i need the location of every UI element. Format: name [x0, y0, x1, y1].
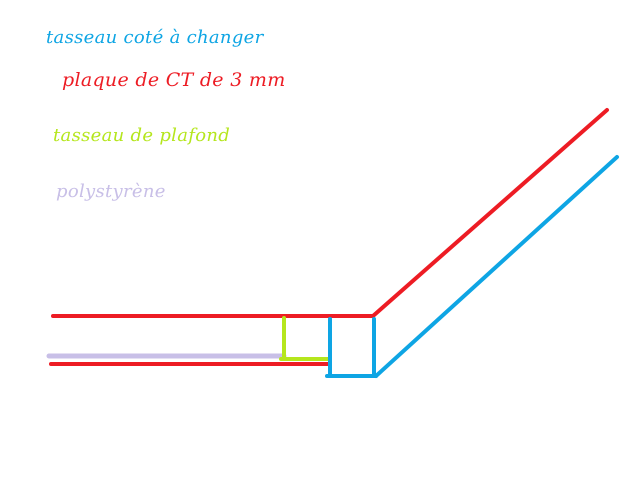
side-batten-diagonal [374, 155, 619, 378]
plate-diagonal [371, 108, 609, 318]
legend-plaque-ct: plaque de CT de 3 mm [62, 69, 286, 91]
legend-polystyrene: polystyrène [56, 181, 166, 202]
legend-tasseau-plafond: tasseau de plafond [53, 125, 231, 146]
legend-tasseau-cote: tasseau coté à changer [46, 27, 264, 48]
